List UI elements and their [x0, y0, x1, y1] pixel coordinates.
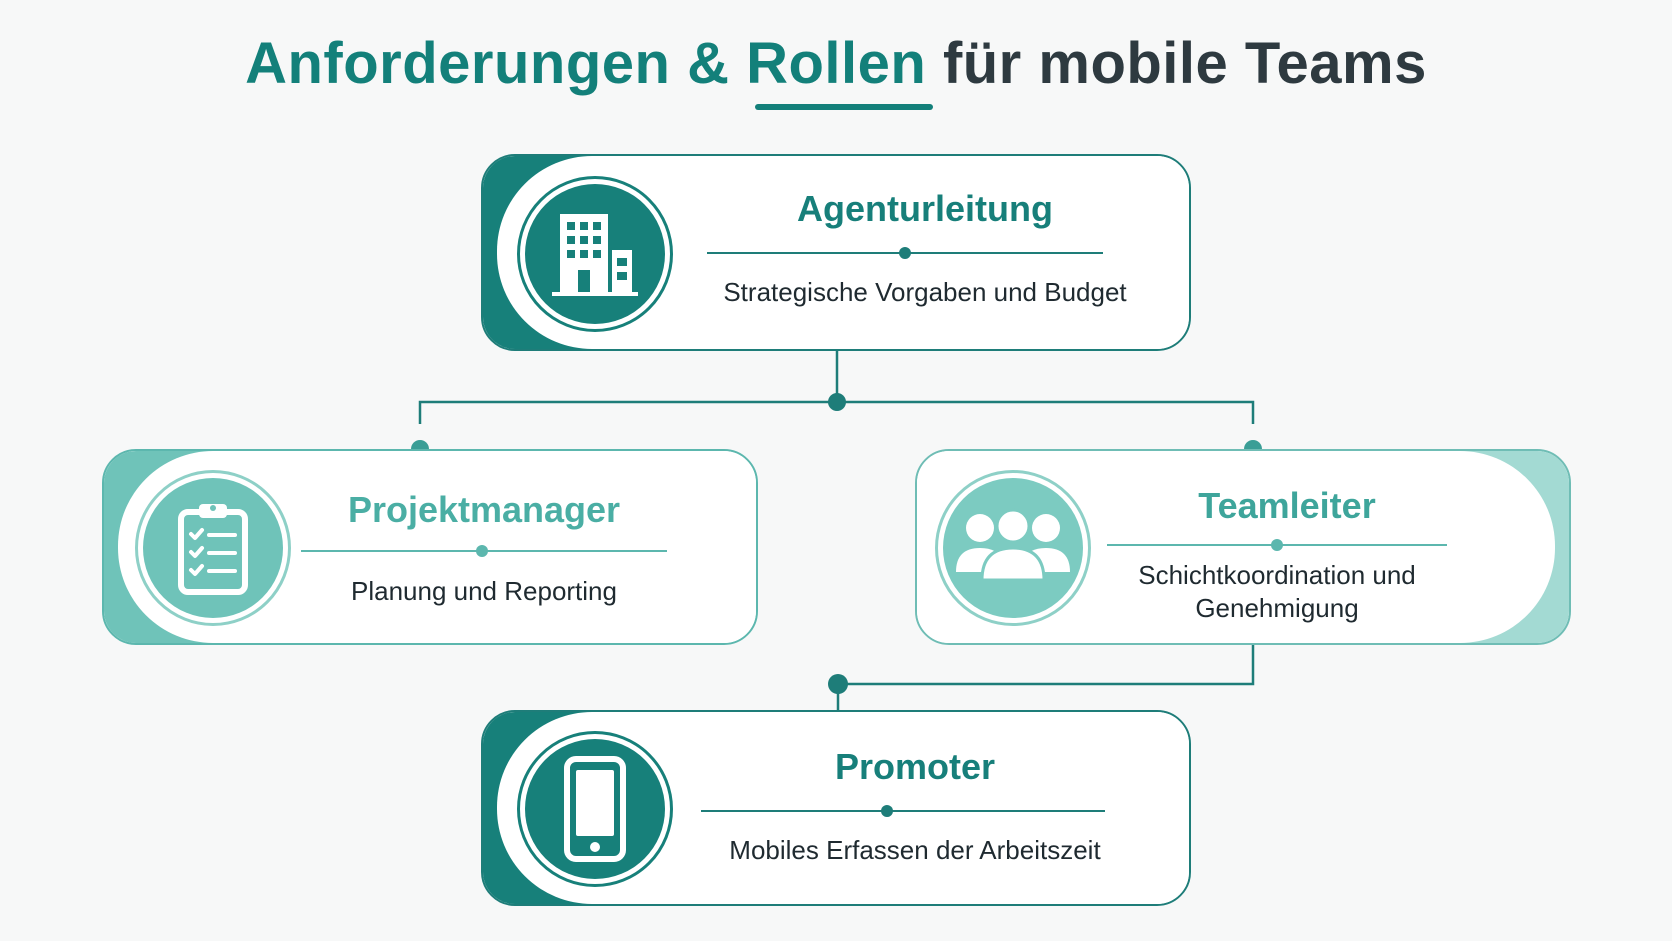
projektmanager-title: Projektmanager: [347, 489, 621, 530]
promoter-separator: [701, 810, 1105, 812]
projektmanager-separator-dot: [476, 545, 488, 557]
agenturleitung-separator-dot: [899, 247, 911, 259]
smartphone-icon: [564, 756, 626, 862]
role-card-teamleiter: Teamleiter Schichtkoordination und Geneh…: [915, 449, 1571, 645]
teamleiter-description: Schichtkoordination und Genehmigung: [1138, 560, 1416, 623]
promoter-description: Mobiles Erfassen der Arbeitszeit: [729, 835, 1101, 865]
junction-dot-top: [828, 393, 846, 411]
group-icon: [956, 508, 1070, 582]
title-underline: [755, 104, 933, 110]
role-card-projektmanager: Projektmanager Planung und Reporting: [102, 449, 758, 645]
role-card-agenturleitung: Agenturleitung Strategische Vorgaben und…: [481, 154, 1191, 351]
promoter-title: Promoter: [834, 746, 996, 787]
teamleiter-separator-dot: [1271, 539, 1283, 551]
clipboard-checklist-icon: [178, 504, 248, 595]
role-card-promoter: Promoter Mobiles Erfassen der Arbeitszei…: [481, 710, 1191, 906]
connector-bottom: [836, 645, 1255, 710]
teamleiter-title: Teamleiter: [1198, 485, 1376, 526]
promoter-separator-dot: [881, 805, 893, 817]
page-title: Anforderungen & Rollen für mobile Teams: [0, 30, 1672, 97]
agenturleitung-description: Strategische Vorgaben und Budget: [723, 277, 1127, 307]
promoter-icon-circle: [517, 731, 673, 887]
teamleiter-icon-circle: [935, 470, 1091, 626]
projektmanager-icon-circle: [135, 470, 291, 626]
title-rest: für mobile Teams: [942, 31, 1427, 96]
title-highlight: Anforderungen & Rollen: [245, 31, 927, 96]
projektmanager-description: Planung und Reporting: [351, 576, 617, 606]
agenturleitung-icon-circle: [517, 176, 673, 332]
agenturleitung-title: Agenturleitung: [797, 188, 1053, 229]
building-icon: [552, 214, 638, 296]
junction-dot-bottom: [828, 674, 848, 694]
